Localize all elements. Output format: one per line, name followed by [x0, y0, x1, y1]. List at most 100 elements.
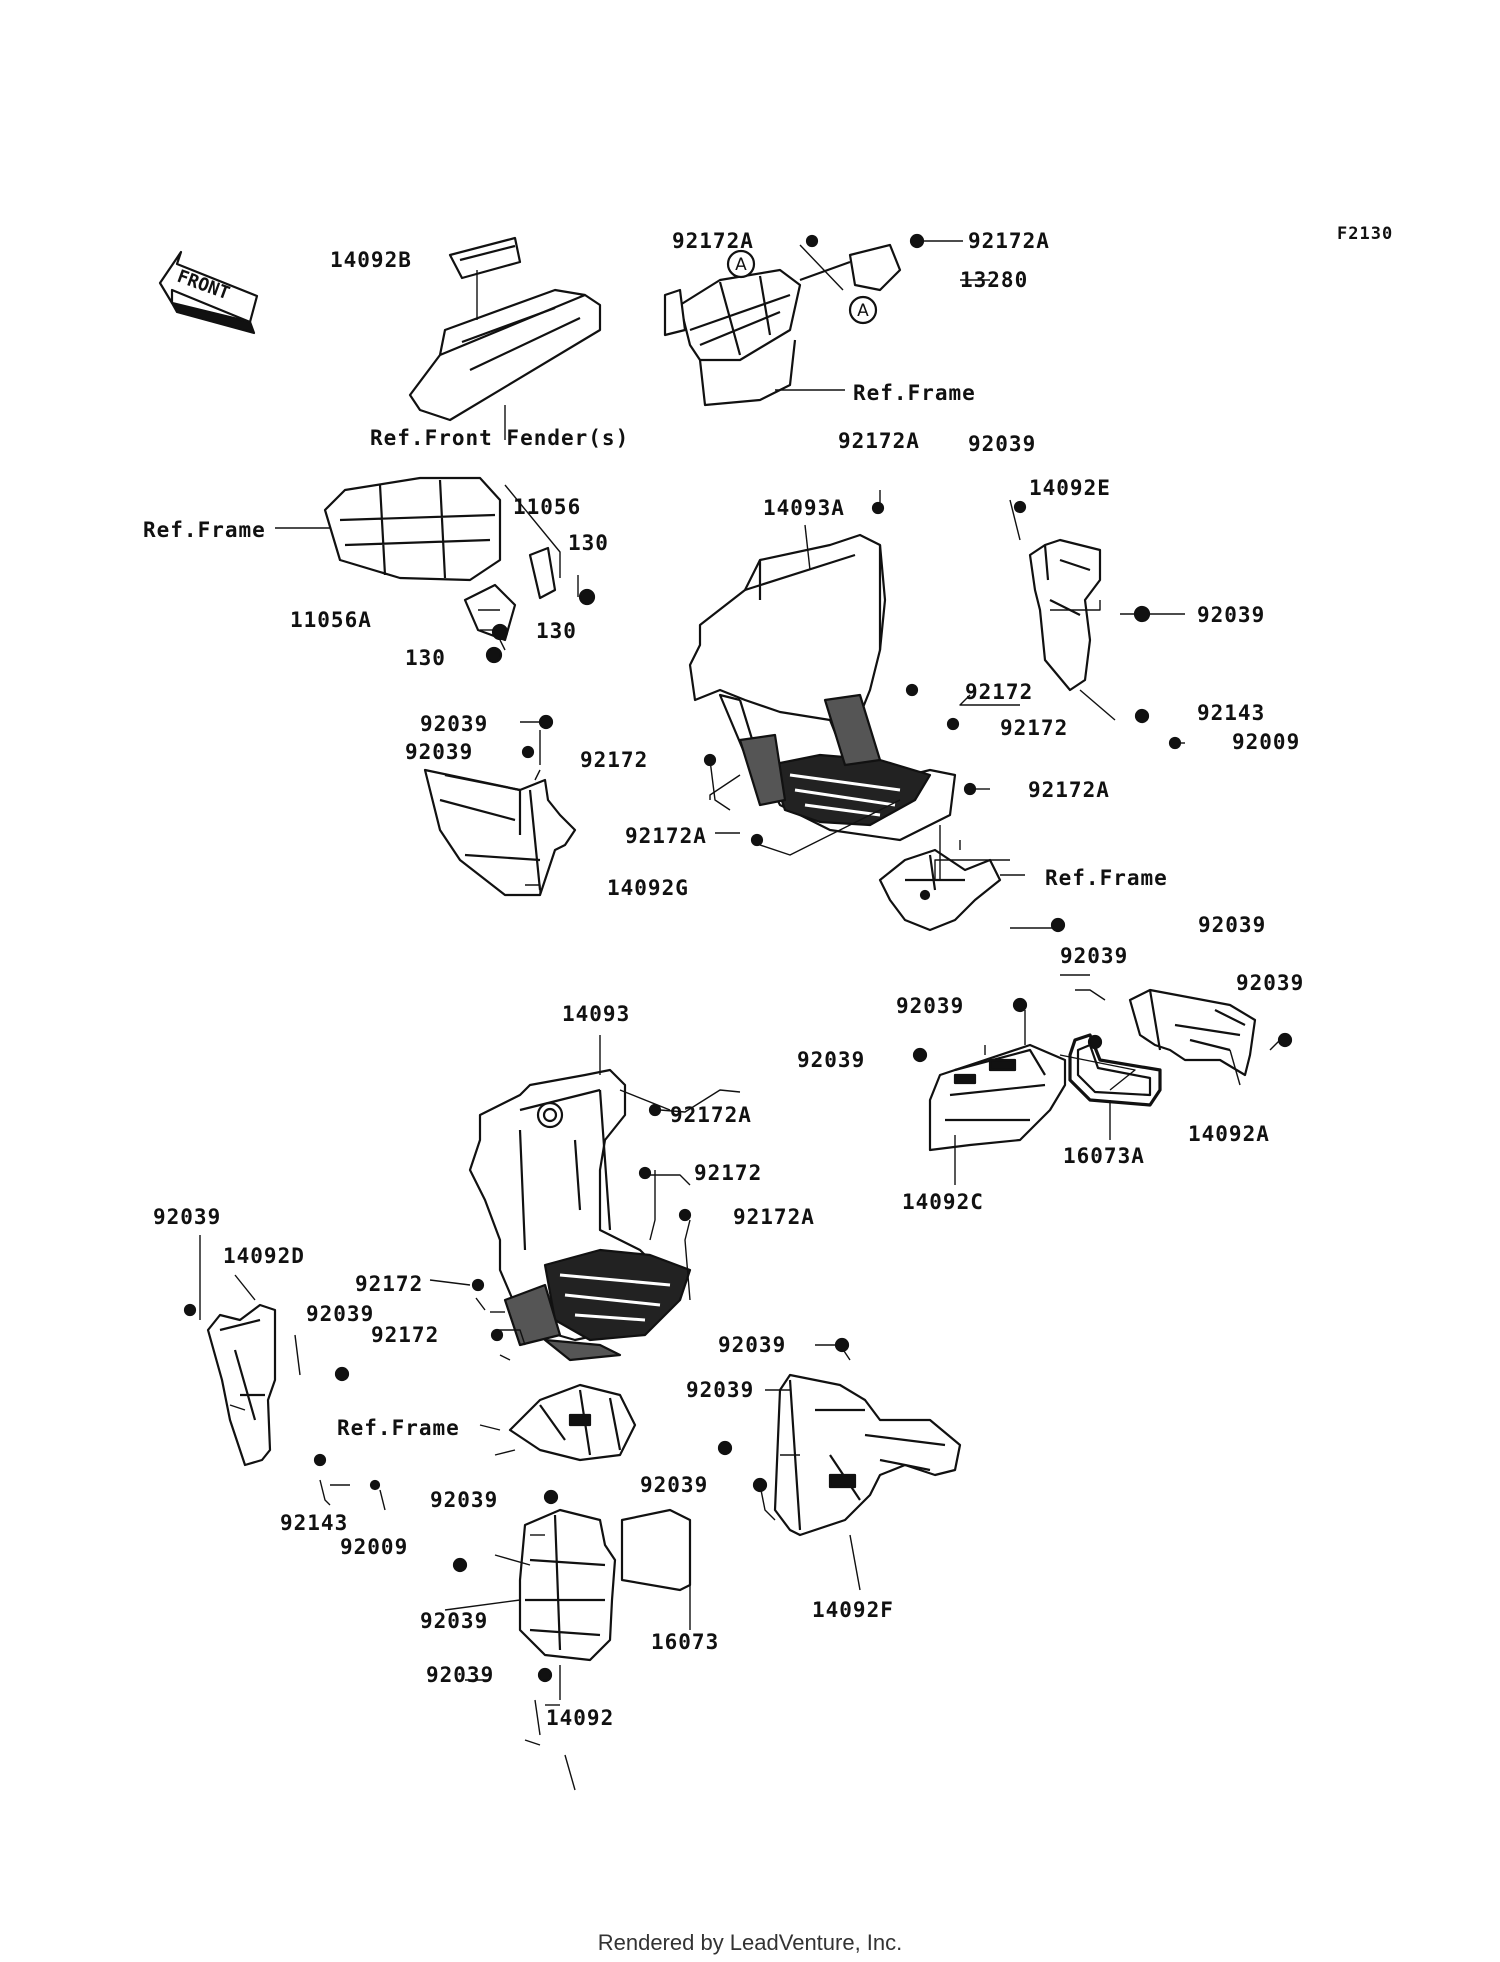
part-label-92039[interactable]: 92039: [430, 1488, 499, 1512]
part-label-92039[interactable]: 92039: [797, 1048, 866, 1072]
part-label-130[interactable]: 130: [405, 646, 446, 670]
screw-icon: [750, 833, 764, 847]
callout-a-marker: A: [726, 249, 756, 279]
clip-icon: [452, 1557, 468, 1573]
clip-icon: [1050, 917, 1066, 933]
clip-icon: [1012, 997, 1028, 1013]
fasteners: [183, 233, 1293, 1683]
screw-icon: [1168, 736, 1182, 750]
part-label-92039[interactable]: 92039: [1060, 944, 1129, 968]
part-label-92039[interactable]: 92039: [1198, 913, 1267, 937]
front-arrow-icon: FRONT: [158, 250, 259, 335]
part-label-92172[interactable]: 92172: [355, 1272, 424, 1296]
clip-icon: [537, 1667, 553, 1683]
part-label-92039[interactable]: 92039: [968, 432, 1037, 456]
figure-code: F2130: [1337, 224, 1394, 244]
part-label-92039[interactable]: 92039: [640, 1473, 709, 1497]
credit-text: Rendered by LeadVenture, Inc.: [597, 1930, 903, 1955]
part-label-11056[interactable]: 11056: [513, 495, 582, 519]
part-label-14092e[interactable]: 14092E: [1029, 476, 1111, 500]
part-label-92039[interactable]: 92039: [896, 994, 965, 1018]
part-label-92039[interactable]: 92039: [686, 1378, 755, 1402]
screw-icon: [648, 1103, 662, 1117]
callout-a-marker: A: [848, 295, 878, 325]
part-label-92172a[interactable]: 92172A: [672, 229, 754, 253]
screw-icon: [946, 717, 960, 731]
seal-a-part: [1068, 1033, 1162, 1107]
clip-icon: [1277, 1032, 1293, 1048]
part-label-130[interactable]: 130: [536, 619, 577, 643]
nut-icon: [313, 1453, 327, 1467]
part-label-92172a[interactable]: 92172A: [625, 824, 707, 848]
screw-icon: [905, 683, 919, 697]
frame-top-part: [663, 243, 902, 407]
clip-icon: [521, 745, 535, 759]
part-label-92143[interactable]: 92143: [1197, 701, 1266, 725]
svg-text:A: A: [857, 301, 869, 321]
part-label-92172[interactable]: 92172: [694, 1161, 763, 1185]
part-label-14093a[interactable]: 14093A: [763, 496, 845, 520]
nut-icon: [1134, 708, 1150, 724]
side-cover-main-part: [518, 1508, 617, 1662]
part-label-14092d[interactable]: 14092D: [223, 1244, 305, 1268]
bolt-icon: [578, 588, 596, 606]
ref-label-frame[interactable]: Ref.Frame: [143, 518, 266, 542]
part-label-92172a[interactable]: 92172A: [733, 1205, 815, 1229]
screw-icon: [963, 782, 977, 796]
part-label-14092f[interactable]: 14092F: [812, 1598, 894, 1622]
clip-icon: [834, 1337, 850, 1353]
part-label-14092[interactable]: 14092: [546, 1706, 615, 1730]
part-label-16073[interactable]: 16073: [651, 1630, 720, 1654]
seal-main-part: [620, 1508, 692, 1592]
part-label-92039[interactable]: 92039: [420, 712, 489, 736]
part-label-92039[interactable]: 92039: [420, 1609, 489, 1633]
part-label-92039[interactable]: 92039: [1197, 603, 1266, 627]
part-label-92172[interactable]: 92172: [371, 1323, 440, 1347]
part-label-92172[interactable]: 92172: [580, 748, 649, 772]
ref-label-frame[interactable]: Ref.Frame: [337, 1416, 460, 1440]
part-label-13280[interactable]: 13280: [960, 268, 1029, 292]
part-label-92172[interactable]: 92172: [965, 680, 1034, 704]
part-label-92039[interactable]: 92039: [153, 1205, 222, 1229]
part-label-14093[interactable]: 14093: [562, 1002, 631, 1026]
ref-label-front-fender[interactable]: Ref.Front Fender(s): [370, 426, 630, 450]
floor-lower-mat-part: [503, 1248, 692, 1362]
part-label-92039[interactable]: 92039: [718, 1333, 787, 1357]
part-label-92172a[interactable]: 92172A: [1028, 778, 1110, 802]
part-label-14092a[interactable]: 14092A: [1188, 1122, 1270, 1146]
part-label-92172a[interactable]: 92172A: [838, 429, 920, 453]
part-label-14092b[interactable]: 14092B: [330, 248, 412, 272]
ref-label-frame[interactable]: Ref.Frame: [853, 381, 976, 405]
screw-icon: [471, 1278, 485, 1292]
part-label-14092g[interactable]: 14092G: [607, 876, 689, 900]
part-label-16073a[interactable]: 16073A: [1063, 1144, 1145, 1168]
part-label-92143[interactable]: 92143: [280, 1511, 349, 1535]
side-cover-d-part: [206, 1303, 277, 1467]
ref-label-frame[interactable]: Ref.Frame: [1045, 866, 1168, 890]
side-cover-c-part: [928, 1043, 1067, 1152]
frame-bottom-ref-part: [508, 1383, 637, 1462]
part-label-130[interactable]: 130: [568, 531, 609, 555]
floor-upper-mat-part: [738, 693, 932, 827]
screw-icon: [638, 1166, 652, 1180]
part-label-92172[interactable]: 92172: [1000, 716, 1069, 740]
screw-icon: [678, 1208, 692, 1222]
part-label-92172a[interactable]: 92172A: [968, 229, 1050, 253]
bolt-icon: [485, 646, 503, 664]
screw-icon: [490, 1328, 504, 1342]
part-label-92009[interactable]: 92009: [340, 1535, 409, 1559]
part-label-11056a[interactable]: 11056A: [290, 608, 372, 632]
part-label-92039[interactable]: 92039: [1236, 971, 1305, 995]
side-cover-e-part: [1028, 538, 1102, 692]
part-label-92039[interactable]: 92039: [405, 740, 474, 764]
side-cover-a-part: [1128, 988, 1257, 1077]
part-label-92009[interactable]: 92009: [1232, 730, 1301, 754]
part-label-92039[interactable]: 92039: [426, 1663, 495, 1687]
clip-icon: [538, 714, 554, 730]
leader-lines: [199, 240, 1281, 1791]
part-label-92172a[interactable]: 92172A: [670, 1103, 752, 1127]
part-label-92039[interactable]: 92039: [306, 1302, 375, 1326]
screw-icon: [805, 234, 819, 248]
part-label-14092c[interactable]: 14092C: [902, 1190, 984, 1214]
